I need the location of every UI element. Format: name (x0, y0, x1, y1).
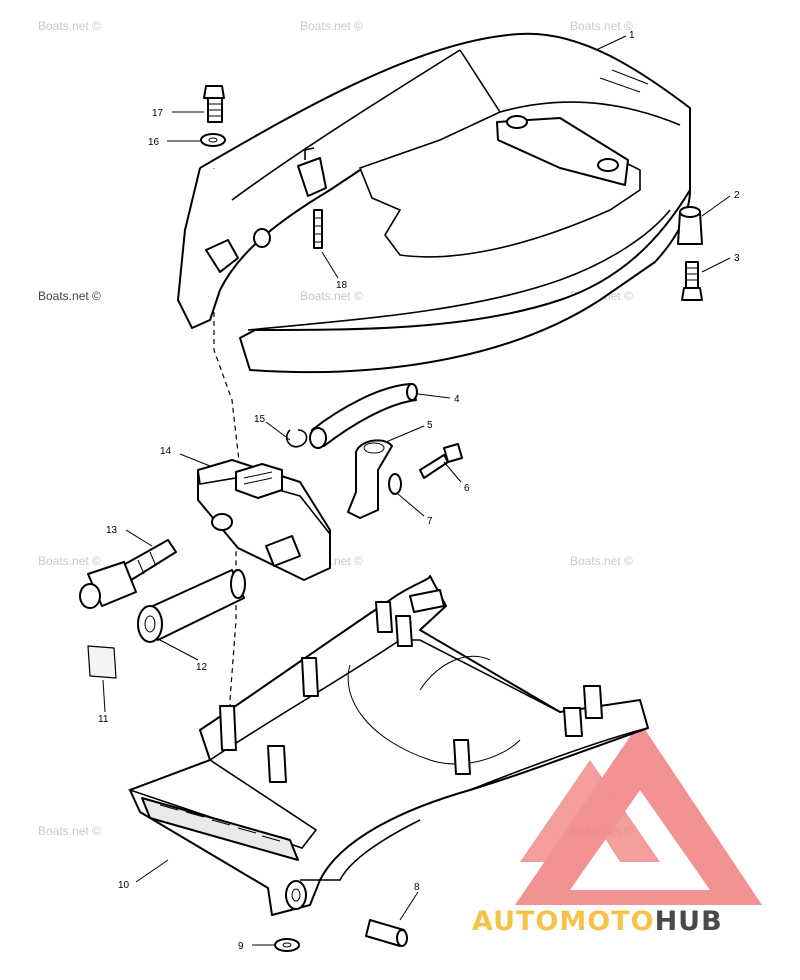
callout-10: 10 (118, 880, 130, 891)
callout-2: 2 (734, 190, 740, 201)
plug-12 (137, 569, 246, 643)
washer-7 (388, 473, 402, 495)
fitting-13 (79, 539, 177, 609)
watermark: Boats.net © (38, 19, 101, 33)
callout-11: 11 (98, 714, 109, 725)
bottom-cowl-10 (127, 575, 649, 916)
sleeve-8 (365, 919, 408, 947)
watermark: Boats.net © (300, 19, 363, 33)
callout-15: 15 (254, 414, 266, 425)
brand-prefix: AUTOMOTO (472, 906, 655, 937)
clip-15 (285, 429, 308, 448)
label-11 (87, 645, 117, 679)
watermark: Boats.net © (570, 19, 633, 33)
callout-7: 7 (427, 516, 433, 527)
washer-9 (274, 938, 300, 952)
screw-17 (203, 85, 225, 123)
boss (597, 158, 619, 172)
brand-logo-mark (515, 722, 762, 905)
callout-14: 14 (160, 446, 172, 457)
assembly-axis-line (213, 168, 241, 761)
callout-18: 18 (336, 280, 348, 291)
brand-triangle-inner (520, 760, 660, 862)
hose-4 (309, 383, 418, 449)
callout-9: 9 (238, 941, 244, 952)
watermark: Boats.net © (300, 289, 363, 303)
svg-text:AUTOMOTOHUB: AUTOMOTOHUB (472, 906, 723, 937)
callout-5: 5 (427, 420, 433, 431)
callout-8: 8 (414, 882, 420, 893)
leader-lines (102, 35, 731, 946)
callouts: 1 2 3 4 5 6 7 8 9 10 11 12 13 14 15 16 1… (98, 30, 740, 952)
callout-3: 3 (734, 253, 740, 264)
callout-12: 12 (196, 662, 208, 673)
watermark: Boats.net © (570, 554, 633, 568)
watermark: Boats.net © (38, 289, 101, 303)
callout-1: 1 (629, 30, 635, 41)
callout-13: 13 (106, 525, 118, 536)
screw-6 (419, 443, 463, 479)
screw-3 (681, 261, 703, 301)
washer-16 (200, 133, 226, 147)
top-cowl (177, 32, 691, 374)
callout-17: 17 (152, 108, 164, 119)
clip-and-screw-18 (297, 147, 327, 249)
bracket-block-14 (197, 459, 331, 581)
brand-triangle (515, 722, 762, 905)
nut-2 (677, 206, 703, 245)
watermark: Boats.net © (38, 824, 101, 838)
brand-suffix: HUB (655, 906, 723, 937)
callout-4: 4 (454, 394, 460, 405)
boss (506, 115, 528, 129)
callout-6: 6 (464, 483, 470, 494)
brand-wordmark: AUTOMOTOHUB (472, 906, 723, 937)
watermark: Boats.net © (38, 554, 101, 568)
bracket-5 (347, 439, 393, 519)
callout-16: 16 (148, 137, 160, 148)
